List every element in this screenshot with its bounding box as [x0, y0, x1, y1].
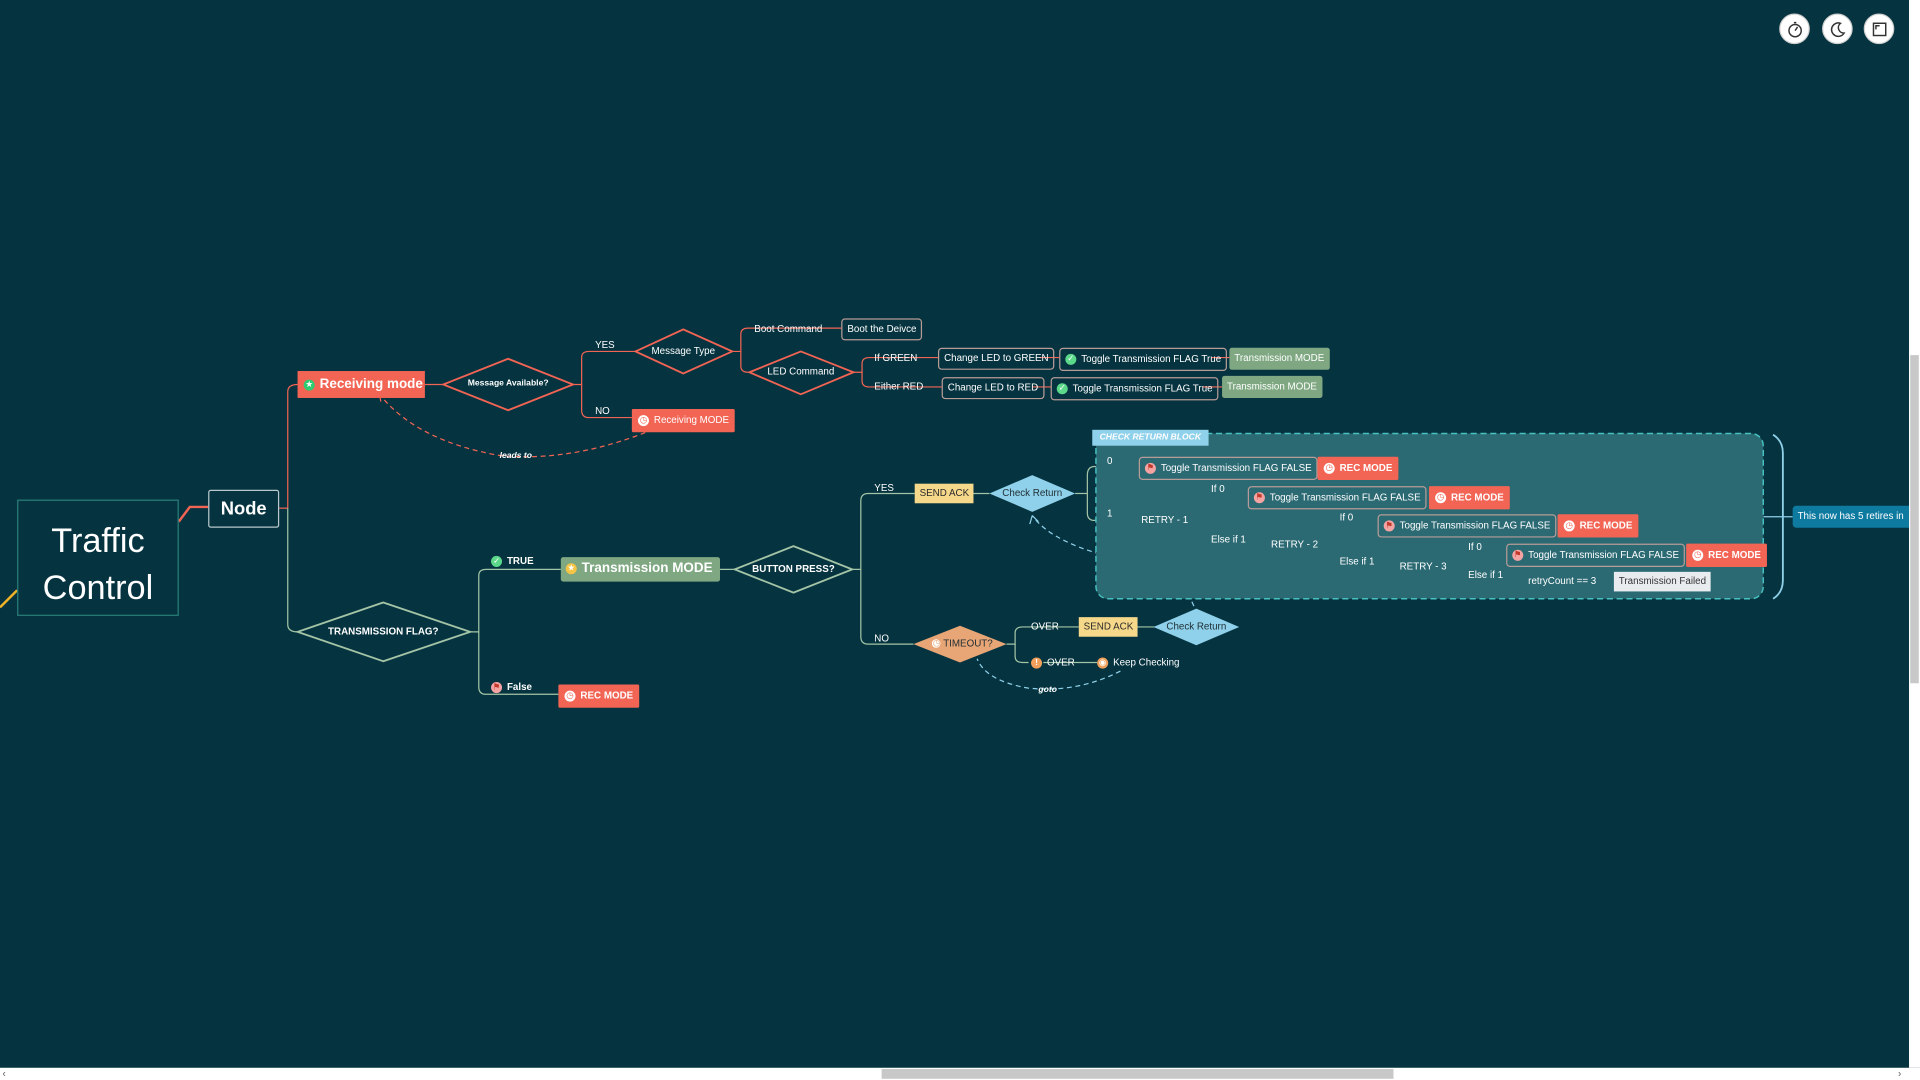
check-block-title: CHECK RETURN BLOCK — [1092, 429, 1209, 446]
send-ack-topic-2[interactable]: SEND ACK — [1078, 617, 1139, 637]
if0-label-1: If 0 — [1211, 483, 1225, 495]
zero-label: 0 — [1106, 455, 1113, 467]
fullscreen-icon — [1872, 22, 1887, 37]
led-command-diamond — [747, 350, 856, 396]
receiving-mode-target[interactable]: ◷Receiving MODE — [631, 408, 736, 433]
scroll-left-arrow[interactable]: ‹ — [2, 1067, 6, 1079]
message-available-diamond — [440, 357, 576, 412]
check-icon: ✓ — [1056, 383, 1068, 395]
pause-icon: ◉ — [1097, 657, 1109, 669]
over-label-2: !OVER — [1031, 657, 1075, 669]
transmission-flag-diamond — [294, 601, 474, 663]
check-icon: ✓ — [491, 555, 503, 567]
star-icon: ★ — [565, 562, 577, 574]
fullscreen-button[interactable] — [1863, 13, 1895, 45]
summary-note[interactable]: This now has 5 retires in — [1792, 505, 1920, 528]
send-ack-topic-1[interactable]: SEND ACK — [914, 483, 975, 504]
clock-icon: ◷ — [564, 690, 576, 702]
boot-device-topic[interactable]: Boot the Deivce — [841, 318, 923, 341]
keep-checking-label[interactable]: ◉Keep Checking — [1097, 657, 1180, 669]
rec-mode-1[interactable]: ◷REC MODE — [1428, 486, 1510, 510]
vertical-scroll-thumb[interactable] — [1910, 355, 1919, 684]
change-led-green-topic[interactable]: Change LED to GREEN — [937, 347, 1055, 370]
flag-icon: ⚑ — [491, 682, 503, 694]
false-label: ⚑False — [491, 681, 533, 694]
either-red-label: Either RED — [874, 380, 924, 392]
transmission-mode-topic-main[interactable]: ★Transmission MODE — [560, 557, 720, 582]
boot-command-label[interactable]: Boot Command — [754, 323, 823, 335]
toggle-flag-true-topic-2[interactable]: ✓Toggle Transmission FLAG True — [1050, 377, 1219, 401]
button-press-label: BUTTON PRESS? — [752, 563, 835, 575]
check-return-label-2[interactable]: Check Return — [1166, 620, 1227, 632]
timeout-label[interactable]: ◷TIMEOUT? — [932, 637, 993, 649]
clock-icon: ◷ — [1435, 492, 1447, 504]
clock-icon: ◷ — [1563, 520, 1575, 532]
message-type-diamond — [633, 328, 735, 375]
toggle-flag-false-3[interactable]: ⚑Toggle Transmission FLAG FALSE — [1506, 543, 1686, 567]
retry2-label: RETRY - 2 — [1271, 538, 1319, 550]
elseif1-label-1: Else if 1 — [1211, 533, 1246, 545]
toggle-flag-true-topic-1[interactable]: ✓Toggle Transmission FLAG True — [1059, 347, 1228, 372]
retry3-label: RETRY - 3 — [1399, 560, 1447, 572]
toggle-flag-false-2[interactable]: ⚑Toggle Transmission FLAG FALSE — [1377, 514, 1557, 538]
clock-icon: ◷ — [637, 415, 649, 427]
check-return-block — [1095, 432, 1765, 600]
clock-icon: ◷ — [932, 639, 941, 649]
horizontal-scroll-thumb[interactable] — [881, 1068, 1394, 1079]
retry-count-label: retryCount == 3 — [1528, 575, 1597, 587]
stopwatch-icon — [1788, 21, 1802, 38]
no-label-receiving: NO — [595, 405, 610, 417]
flag-icon: ⚑ — [1383, 520, 1395, 532]
transmission-failed-topic[interactable]: Transmission Failed — [1613, 571, 1711, 592]
timer-button[interactable] — [1779, 13, 1810, 45]
moon-icon — [1830, 22, 1846, 38]
goto-label: goto — [1038, 685, 1057, 695]
rec-mode-0[interactable]: ◷REC MODE — [1317, 456, 1399, 481]
rec-mode-2[interactable]: ◷REC MODE — [1557, 514, 1639, 538]
led-command-label: LED Command — [767, 366, 835, 378]
receiving-mode-topic[interactable]: ★ Receiving mode — [297, 371, 425, 398]
true-label: ✓TRUE — [491, 555, 534, 567]
rec-mode-3[interactable]: ◷REC MODE — [1686, 543, 1768, 567]
elseif1-label-3: Else if 1 — [1468, 569, 1504, 581]
yes-label-button: YES — [874, 482, 894, 494]
no-label-button: NO — [874, 633, 889, 645]
change-led-red-topic[interactable]: Change LED to RED — [941, 377, 1045, 400]
theme-button[interactable] — [1822, 13, 1853, 45]
toggle-flag-false-1[interactable]: ⚑Toggle Transmission FLAG FALSE — [1247, 486, 1427, 510]
transmission-flag-label: TRANSMISSION FLAG? — [328, 625, 439, 637]
retry1-label: RETRY - 1 — [1141, 514, 1189, 526]
message-type-label: Message Type — [651, 345, 716, 357]
clock-icon: ◷ — [1323, 462, 1335, 474]
if-green-label: If GREEN — [874, 352, 918, 364]
toggle-flag-false-0[interactable]: ⚑Toggle Transmission FLAG FALSE — [1138, 456, 1318, 481]
scroll-right-arrow[interactable]: › — [1897, 1067, 1902, 1079]
one-label: 1 — [1106, 508, 1113, 520]
flag-icon: ⚑ — [1512, 549, 1524, 561]
button-press-diamond — [732, 545, 855, 594]
flag-icon: ⚑ — [1144, 462, 1156, 474]
if0-label-2: If 0 — [1339, 511, 1354, 523]
flag-icon: ⚑ — [1253, 492, 1265, 504]
star-icon: ★ — [303, 379, 315, 391]
receiving-mode-label: Receiving mode — [319, 377, 423, 392]
if0-label-3: If 0 — [1468, 541, 1482, 553]
root-topic[interactable]: Traffic Control — [17, 499, 179, 616]
clock-icon: ◷ — [1692, 549, 1704, 561]
exclamation-icon: ! — [1031, 657, 1043, 669]
check-return-label-1[interactable]: Check Return — [1002, 487, 1063, 499]
rec-mode-topic-false[interactable]: ◷REC MODE — [558, 684, 640, 708]
over-label-1: OVER — [1031, 620, 1059, 632]
message-available-label: Message Available? — [467, 379, 549, 389]
node-topic[interactable]: Node — [208, 489, 280, 528]
check-icon: ✓ — [1065, 353, 1077, 365]
transmission-mode-topic-2[interactable]: Transmission MODE — [1222, 375, 1322, 398]
yes-label-receiving: YES — [595, 339, 615, 351]
leads-to-label: leads to — [499, 451, 532, 461]
elseif1-label-2: Else if 1 — [1339, 555, 1375, 567]
transmission-mode-topic-1[interactable]: Transmission MODE — [1229, 347, 1330, 370]
